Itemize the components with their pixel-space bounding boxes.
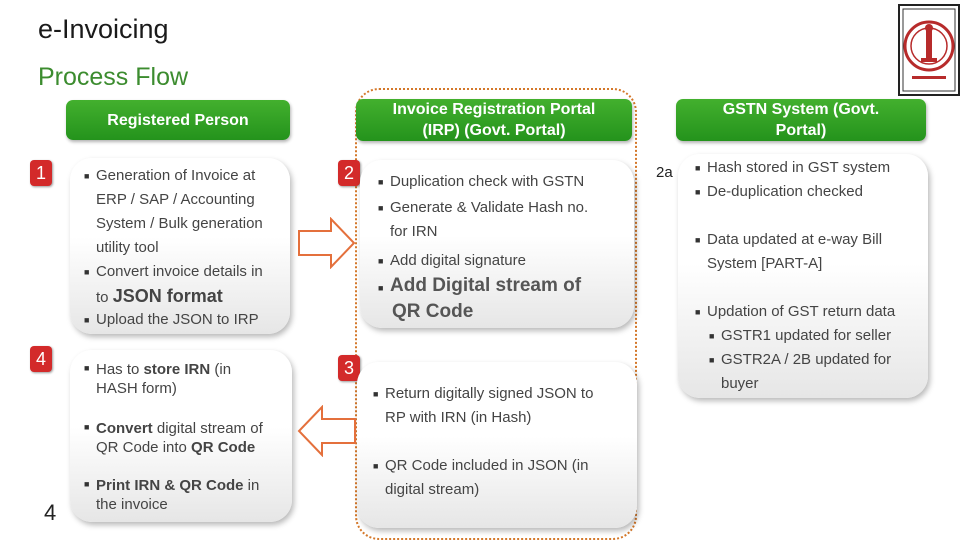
irp-b4-l1: Add Digital stream of	[390, 275, 582, 296]
list-item: ■ Add digital signature	[378, 249, 526, 273]
list-item: ■ Add Digital stream of QR Code	[378, 273, 582, 325]
list-item: ■ De-duplication checked	[695, 180, 863, 204]
rp-store-b1-bold: store IRN	[143, 361, 211, 378]
irp-b2-l2: for IRN	[390, 223, 438, 240]
left-arrow-icon	[297, 405, 356, 457]
rp-store-b2-bold: Convert	[96, 420, 153, 437]
list-item: ■ Upload the JSON to IRP	[84, 308, 259, 332]
irp-b1: Duplication check with GSTN	[390, 173, 585, 190]
gstn-b2: De-duplication checked	[707, 183, 863, 200]
list-item: ■ Generation of Invoice at ERP / SAP / A…	[84, 164, 263, 260]
bullet-square-icon: ■	[695, 187, 701, 197]
gstn-b6-l1: GSTR2A / 2B updated for	[721, 351, 892, 368]
rp-store-card: ■ Has to store IRN (in HASH form) ■ Conv…	[70, 350, 292, 522]
irp-ret-b1-l1: Return digitally signed JSON to	[385, 385, 594, 402]
rp-store-b2-l2-bold: QR Code	[191, 439, 256, 456]
bullet-square-icon: ■	[84, 479, 90, 489]
irp-ret-b2-l2: digital stream)	[385, 481, 480, 498]
bullet-square-icon: ■	[84, 363, 90, 373]
page-title: e-Invoicing	[38, 14, 169, 44]
gstn-b3-l2: System [PART-A]	[707, 255, 823, 272]
list-item: ■ Convert digital stream of QR Code into…	[84, 419, 263, 457]
bullet-square-icon: ■	[709, 355, 715, 365]
bullet-square-icon: ■	[84, 422, 90, 432]
list-item: ■ Duplication check with GSTN	[378, 170, 585, 194]
gstn-b1: Hash stored in GST system	[707, 159, 891, 176]
bullet-square-icon: ■	[378, 177, 384, 187]
bullet-square-icon: ■	[695, 235, 701, 245]
bullet-square-icon: ■	[84, 315, 90, 325]
irp-b4-l2: QR Code	[392, 301, 474, 322]
list-item: ■ Has to store IRN (in HASH form)	[84, 360, 232, 398]
step-4-label: 4	[44, 500, 57, 525]
list-item: ■ GSTR1 updated for seller	[709, 324, 892, 348]
list-item: ■ GSTR2A / 2B updated for buyer	[709, 348, 892, 396]
rp-store-b3-suffix: in	[243, 477, 260, 494]
registered-person-header-label: Registered Person	[107, 111, 249, 129]
irp-ret-b1-l2: RP with IRN (in Hash)	[385, 409, 532, 426]
gstn-b4: Updation of GST return data	[707, 303, 896, 320]
bullet-square-icon: ■	[84, 171, 90, 181]
gstn-b3-l1: Data updated at e-way Bill	[707, 231, 883, 248]
bullet-square-icon: ■	[373, 389, 379, 399]
irp-header-line1: Invoice Registration Portal	[392, 101, 596, 118]
rp-store-b3-bold: Print IRN & QR Code	[96, 477, 244, 494]
list-item: ■ Data updated at e-way Bill System [PAR…	[695, 228, 883, 276]
rp-store-b3-l2: the invoice	[96, 496, 168, 513]
gstn-header-line1: GSTN System (Govt.	[722, 101, 880, 118]
list-item: ■ QR Code included in JSON (in digital s…	[373, 454, 589, 502]
logo-emblem	[898, 4, 960, 96]
step-2a-label: 2a	[656, 164, 673, 181]
rp-store-b2-l2-prefix: QR Code into	[96, 439, 192, 456]
list-item: ■ Convert invoice details in to JSON for…	[84, 260, 263, 310]
irp-header: Invoice Registration Portal (IRP) (Govt.…	[356, 99, 632, 141]
list-item: ■ Updation of GST return data	[695, 300, 896, 324]
bullet-square-icon: ■	[378, 283, 384, 293]
bullet-square-icon: ■	[378, 256, 384, 266]
list-item: ■ Return digitally signed JSON to RP wit…	[373, 382, 594, 430]
gstn-b5: GSTR1 updated for seller	[721, 327, 892, 344]
rp-store-b2-suffix: digital stream of	[152, 420, 263, 437]
step-4-badge: 4	[30, 346, 52, 372]
bullet-square-icon: ■	[378, 203, 384, 213]
step-3-badge: 3	[338, 355, 360, 381]
rp-gen-b1-l2: ERP / SAP / Accounting	[96, 191, 255, 208]
rp-gen-b1-l4: utility tool	[96, 239, 159, 256]
right-arrow-icon	[298, 217, 356, 269]
gstn-b6-l2: buyer	[721, 375, 759, 392]
rp-gen-b3: Upload the JSON to IRP	[96, 311, 259, 328]
gstn-header-line2: Portal)	[775, 122, 827, 139]
rp-gen-b2-prefix: to	[96, 289, 113, 306]
list-item: ■ Generate & Validate Hash no. for IRN	[378, 196, 589, 244]
rp-gen-b1-l3: System / Bulk generation	[96, 215, 263, 232]
step-1-badge: 1	[30, 160, 52, 186]
bullet-square-icon: ■	[695, 307, 701, 317]
irp-b2-l1: Generate & Validate Hash no.	[390, 199, 589, 216]
gstn-header: GSTN System (Govt. Portal)	[676, 99, 926, 141]
rp-generate-card: ■ Generation of Invoice at ERP / SAP / A…	[70, 158, 290, 334]
irp-b3: Add digital signature	[390, 252, 526, 269]
rp-gen-b2-bold: JSON format	[112, 286, 223, 306]
rp-store-b1-prefix: Has to	[96, 361, 144, 378]
bullet-square-icon: ■	[373, 461, 379, 471]
irp-portal-outline	[355, 88, 637, 540]
irp-header-line2: (IRP) (Govt. Portal)	[422, 122, 566, 139]
rp-gen-b2-l1: Convert invoice details in	[96, 263, 263, 280]
irp-process-card: ■ Duplication check with GSTN ■ Generate…	[360, 160, 634, 328]
irp-return-card: ■ Return digitally signed JSON to RP wit…	[357, 362, 637, 528]
step-2-badge: 2	[338, 160, 360, 186]
list-item: ■ Hash stored in GST system	[695, 156, 891, 180]
irp-ret-b2-l1: QR Code included in JSON (in	[385, 457, 589, 474]
rp-store-b1-suffix: (in	[210, 361, 232, 378]
rp-gen-b1-l1: Generation of Invoice at	[96, 167, 256, 184]
rp-store-b1-l2: HASH form)	[96, 380, 177, 397]
gstn-card: ■ Hash stored in GST system ■ De-duplica…	[678, 154, 928, 398]
bullet-square-icon: ■	[84, 267, 90, 277]
bullet-square-icon: ■	[695, 163, 701, 173]
list-item: ■ Print IRN & QR Code in the invoice	[84, 476, 260, 514]
page-subtitle: Process Flow	[38, 63, 189, 91]
bullet-square-icon: ■	[709, 331, 715, 341]
registered-person-header: Registered Person	[66, 100, 290, 140]
